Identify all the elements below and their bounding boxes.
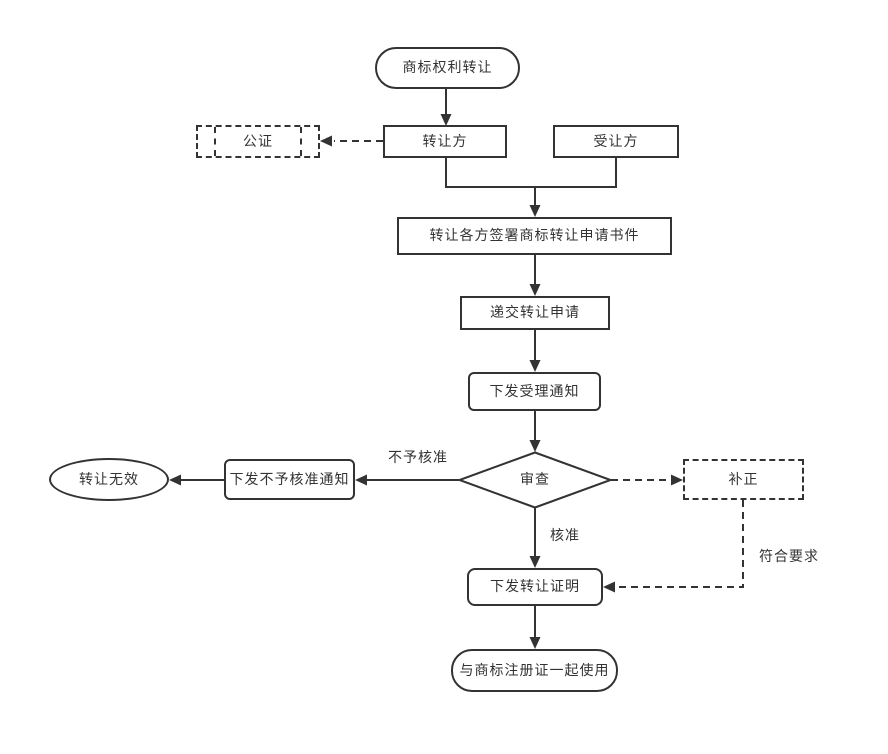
node-review: 审查 [460, 453, 610, 507]
node-review-label: 审查 [520, 471, 550, 488]
node-transfer-invalid-label: 转让无效 [79, 470, 139, 487]
node-transfer-certificate: 下发转让证明 [467, 568, 603, 606]
notary-inner-line-right [300, 127, 302, 156]
arrowhead-down-review [529, 440, 541, 452]
node-transfer-invalid: 转让无效 [49, 458, 169, 501]
node-notary-label: 公证 [243, 132, 273, 149]
node-transfer-certificate-label: 下发转让证明 [490, 578, 580, 595]
arrowhead-down-submit [529, 284, 541, 296]
edge-merge-transferor-transferee [445, 158, 617, 188]
node-rejection-notice-label: 下发不予核准通知 [229, 470, 350, 487]
arrowhead-left-notary [320, 135, 332, 147]
node-transferee: 受让方 [553, 125, 679, 158]
node-acceptance-notice: 下发受理通知 [468, 372, 601, 411]
node-transferor: 转让方 [383, 125, 507, 158]
node-submit-application: 递交转让申请 [460, 296, 610, 330]
arrowhead-left-certificate [603, 581, 615, 593]
arrowhead-down-transferor [440, 114, 452, 126]
node-rejection-notice: 下发不予核准通知 [224, 459, 355, 500]
node-sign-documents-label: 转让各方签署商标转让申请书件 [429, 227, 640, 244]
node-sign-documents: 转让各方签署商标转让申请书件 [397, 217, 672, 255]
arrowhead-down-end [529, 637, 541, 649]
node-transferee-label: 受让方 [593, 132, 639, 149]
node-transferor-label: 转让方 [422, 132, 468, 149]
node-end: 与商标注册证一起使用 [451, 649, 618, 692]
edge-label-approved: 核准 [550, 527, 580, 543]
arrowhead-right-correction [671, 474, 683, 486]
arrowhead-down-sign [529, 205, 541, 217]
review-diamond-shape [456, 451, 614, 509]
node-end-label: 与商标注册证一起使用 [459, 661, 610, 678]
edge-label-not-approved: 不予核准 [388, 449, 448, 465]
arrowhead-left-rejection [355, 474, 367, 486]
node-correction: 补正 [683, 459, 804, 500]
arrowhead-left-invalid [169, 474, 181, 486]
node-start: 商标权利转让 [375, 47, 520, 89]
arrowhead-down-acceptance [529, 360, 541, 372]
node-start-label: 商标权利转让 [402, 59, 493, 76]
notary-inner-line-left [214, 127, 216, 156]
edge-label-meets-requirements: 符合要求 [759, 548, 819, 564]
edge-correction-to-certificate [617, 500, 744, 588]
node-notary: 公证 [196, 125, 320, 158]
node-acceptance-notice-label: 下发受理通知 [489, 382, 580, 399]
node-submit-application-label: 递交转让申请 [490, 304, 580, 321]
arrowhead-down-certificate [529, 556, 541, 568]
node-correction-label: 补正 [728, 470, 759, 487]
